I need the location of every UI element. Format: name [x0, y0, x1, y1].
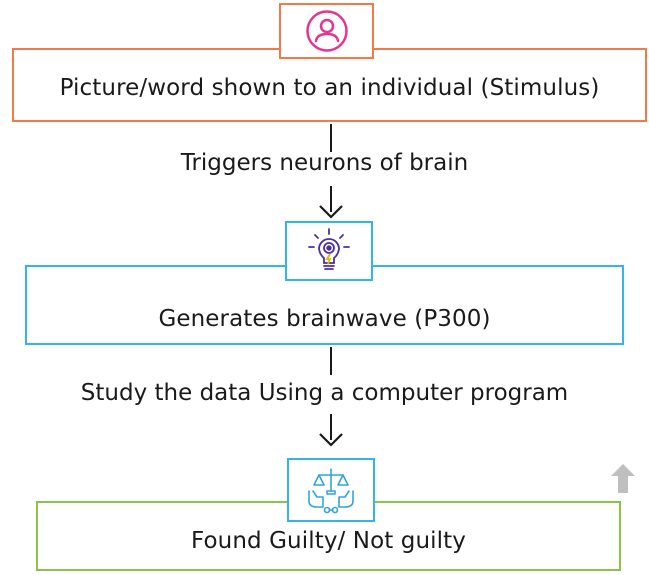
connector-label-2: Study the data Using a computer program — [80, 380, 569, 406]
lightbulb-brain-icon — [308, 228, 350, 270]
arrow-up-icon[interactable] — [610, 462, 636, 494]
connector-line-1b — [330, 186, 332, 212]
justice-scales-icon — [308, 468, 354, 514]
arrow-down-icon — [319, 433, 343, 447]
connector-label-1: Triggers neurons of brain — [180, 150, 469, 176]
connector-line-2b — [330, 414, 332, 440]
step-box-brainwave: Generates brainwave (P300) — [25, 265, 624, 345]
arrow-down-icon — [319, 205, 343, 219]
connector-line-2 — [330, 347, 332, 375]
connector-line-1 — [330, 124, 332, 152]
icon-frame-verdict — [287, 458, 375, 522]
icon-frame-brainwave — [285, 221, 373, 281]
icon-frame-stimulus — [279, 3, 374, 59]
step-box-stimulus: Picture/word shown to an individual (Sti… — [12, 48, 647, 122]
person-icon — [305, 10, 348, 52]
step-label-verdict: Found Guilty/ Not guilty — [190, 527, 466, 554]
step-label-brainwave: Generates brainwave (P300) — [158, 305, 491, 332]
step-label-stimulus: Picture/word shown to an individual (Sti… — [59, 74, 600, 101]
